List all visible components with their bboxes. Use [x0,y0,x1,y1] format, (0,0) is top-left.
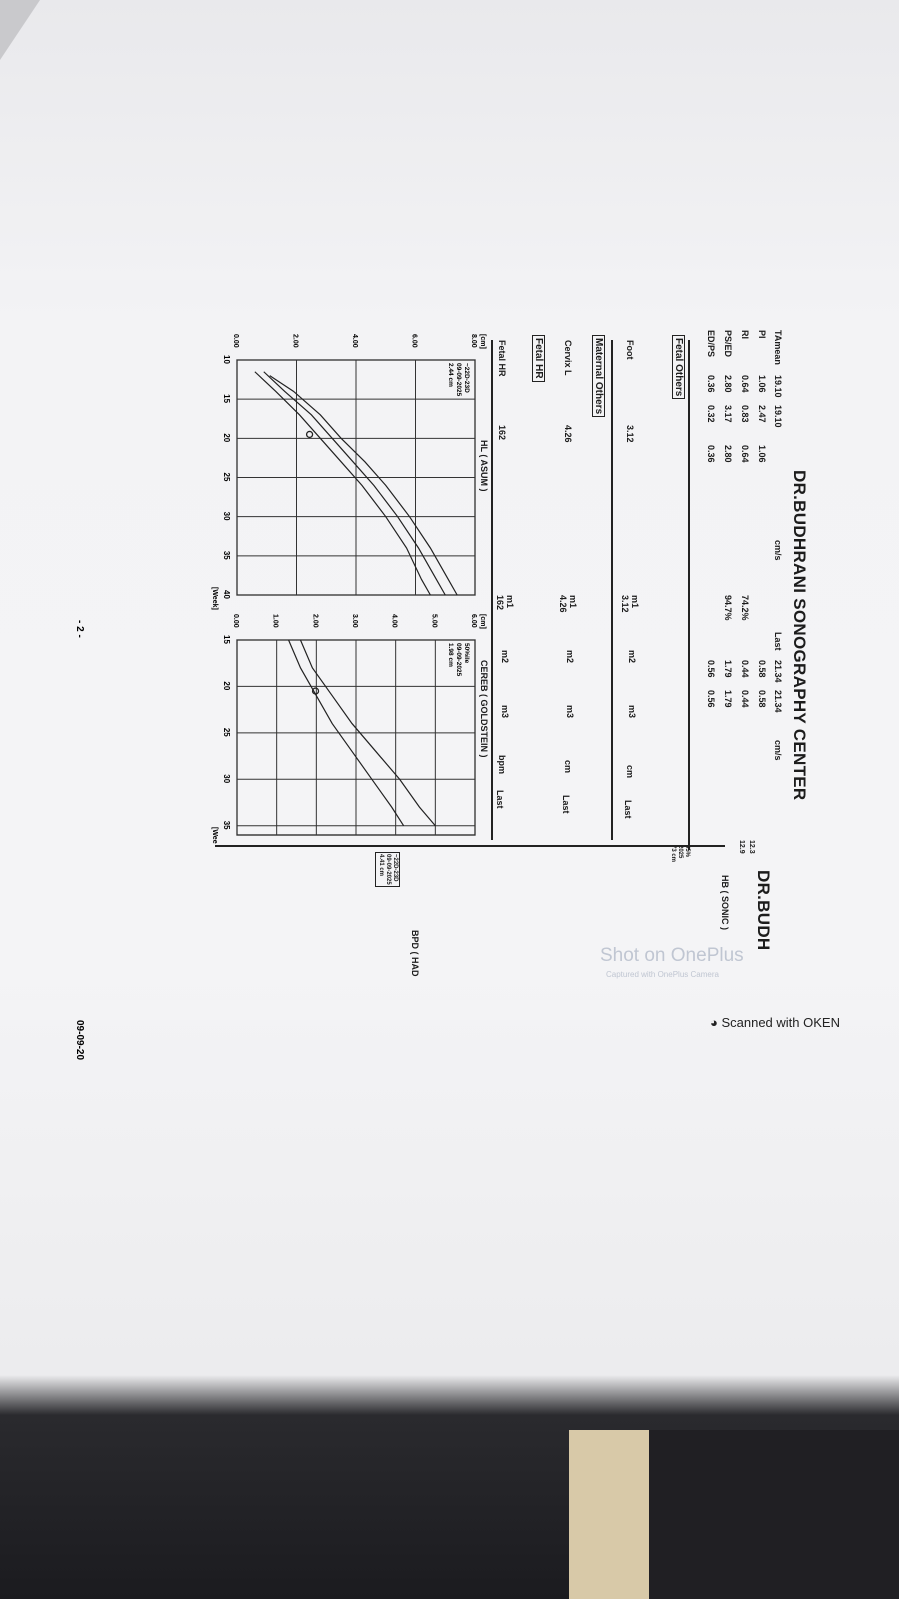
percentile-curve-lower [254,371,431,596]
x-axis-label: [Week] [211,587,218,610]
annotation-line: 50%ile [463,643,470,664]
y-tick-label: 4.00 [391,614,398,628]
side-value: 12.3 [748,840,755,854]
annotation-line: 09-09-2025 [455,643,462,677]
second-page-side-values: 95% 2025 73 cm [669,845,690,862]
report-title: DR.BUDHRANI SONOGRAPHY CENTER [790,470,809,801]
side-value: 2025 [677,845,683,859]
x-tick-label: 30 [222,774,231,783]
side-value: 73 cm [670,845,676,863]
page-number: - 2 - [74,620,85,638]
x-tick-label: 20 [222,433,231,442]
y-tick-label: 8.00 [470,334,477,348]
side-value: 12.9 [738,840,745,854]
percentile-curve-mid [263,371,446,596]
y-tick-label: 0.00 [232,614,239,628]
page-fold [215,845,725,847]
percentile-curve-upper [269,375,458,596]
rotated-report-page: DR.BUDHRANI SONOGRAPHY CENTER DR.BUDH TA… [205,330,809,1020]
y-tick-label: 6.00 [470,614,477,628]
bpd-label: BPD ( HAD [410,930,420,977]
footer-date: 09-09-20 [74,1020,85,1061]
camera-watermark-sub: Captured with OnePlus Camera [606,970,719,979]
y-tick-label: 5.00 [430,614,437,628]
x-tick-label: 15 [222,635,231,644]
measurement-point [305,430,314,439]
x-tick-label: 15 [222,394,231,403]
annotation-line: 09-09-2025 [385,854,391,885]
hb-sonic-label: HB ( SONIC ) [720,875,730,930]
annotation-line: 1.98 cm [447,643,454,667]
x-tick-label: 40 [222,590,231,599]
scanner-text: Scanned with OKEN [721,1015,840,1030]
growth-charts: 10 15 20 25 30 35 40 8.00 6.00 4.00 2.00 0.00 [cm] [W… [211,334,486,844]
side-value: 95% [684,845,690,858]
scanner-badge: ◕ Scanned with OKEN [710,1015,840,1030]
background-shadow [649,1430,899,1599]
y-axis-label: [cm] [479,614,486,629]
annotation-line: ~22D-23D [392,854,398,882]
x-tick-label: 35 [222,551,231,560]
camera-watermark: Shot on OnePlus [600,945,744,966]
annotation-line: ~22D-23D [463,363,470,393]
scanner-logo-icon: ◕ [710,1015,722,1030]
x-tick-label: 25 [222,728,231,737]
annotation-line: 4.41 cm [378,854,384,877]
annotation-line: 09-09-2025 [455,363,462,397]
photo-corner [0,0,40,60]
y-tick-label: 6.00 [411,334,418,348]
x-axis-label: [Wee [211,827,218,844]
annotation-line: 2.44 cm [447,363,454,387]
y-tick-label: 1.00 [272,614,279,628]
x-tick-label: 35 [222,821,231,830]
x-tick-label: 25 [222,473,231,482]
bpd-annotation: ~22D-23D 09-09-2025 4.41 cm [375,852,400,887]
percentile-curve-upper [299,639,436,827]
y-axis-label: [cm] [479,334,486,349]
y-tick-label: 2.00 [311,614,318,628]
y-tick-label: 3.00 [351,614,358,628]
x-tick-label: 10 [222,355,231,364]
y-tick-label: 0.00 [232,334,239,348]
percentile-curve-lower [288,639,405,827]
measurement-point [311,687,320,695]
x-tick-label: 30 [222,512,231,521]
y-tick-label: 2.00 [292,334,299,348]
x-tick-label: 20 [222,681,231,690]
y-tick-label: 4.00 [351,334,358,348]
